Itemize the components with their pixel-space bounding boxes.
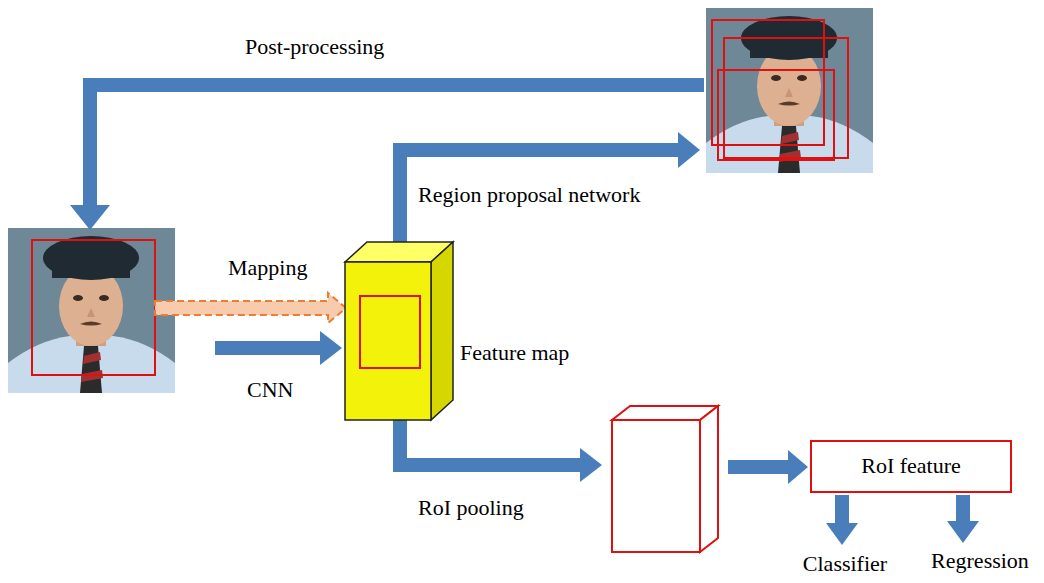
arrow-head [70,205,110,230]
feature-map-shape [343,240,455,422]
step-label: CNN [247,377,293,403]
flow-arrow [215,341,322,355]
node-label: RoI feature [861,453,961,479]
flow-arrow [956,495,970,523]
step-label: Region proposal network [418,182,640,208]
output-label: Classifier [803,551,887,577]
arrow-head [678,132,700,168]
flow-arrow [835,495,849,525]
feature-map-side [431,242,453,420]
arrow-head [826,523,858,545]
arrow-head [320,331,342,365]
face-photo [706,8,873,173]
arrow-head [580,448,602,482]
flow-arrow [400,420,582,465]
node-label: Feature map [460,340,569,366]
output-label: Regression [931,548,1029,574]
feature-map-front [345,262,431,420]
mapped-region [360,296,420,368]
flow-arrow [728,460,790,474]
proposal-box [718,70,834,160]
detection-box [32,240,155,375]
feature-map: Feature map [343,240,455,422]
arrow-head [788,450,808,484]
pooled-feature [612,420,700,552]
face-photo [8,228,175,393]
roi-feature-box: RoI feature [810,440,1012,493]
step-label: Post-processing [245,34,384,60]
flow-arrow [400,150,680,244]
arrow-head [947,521,979,543]
pooled-feature [700,406,718,552]
step-label: Mapping [228,255,307,281]
step-label: RoI pooling [418,495,524,521]
mapping-arrow [155,293,346,323]
proposal-box [724,38,848,158]
